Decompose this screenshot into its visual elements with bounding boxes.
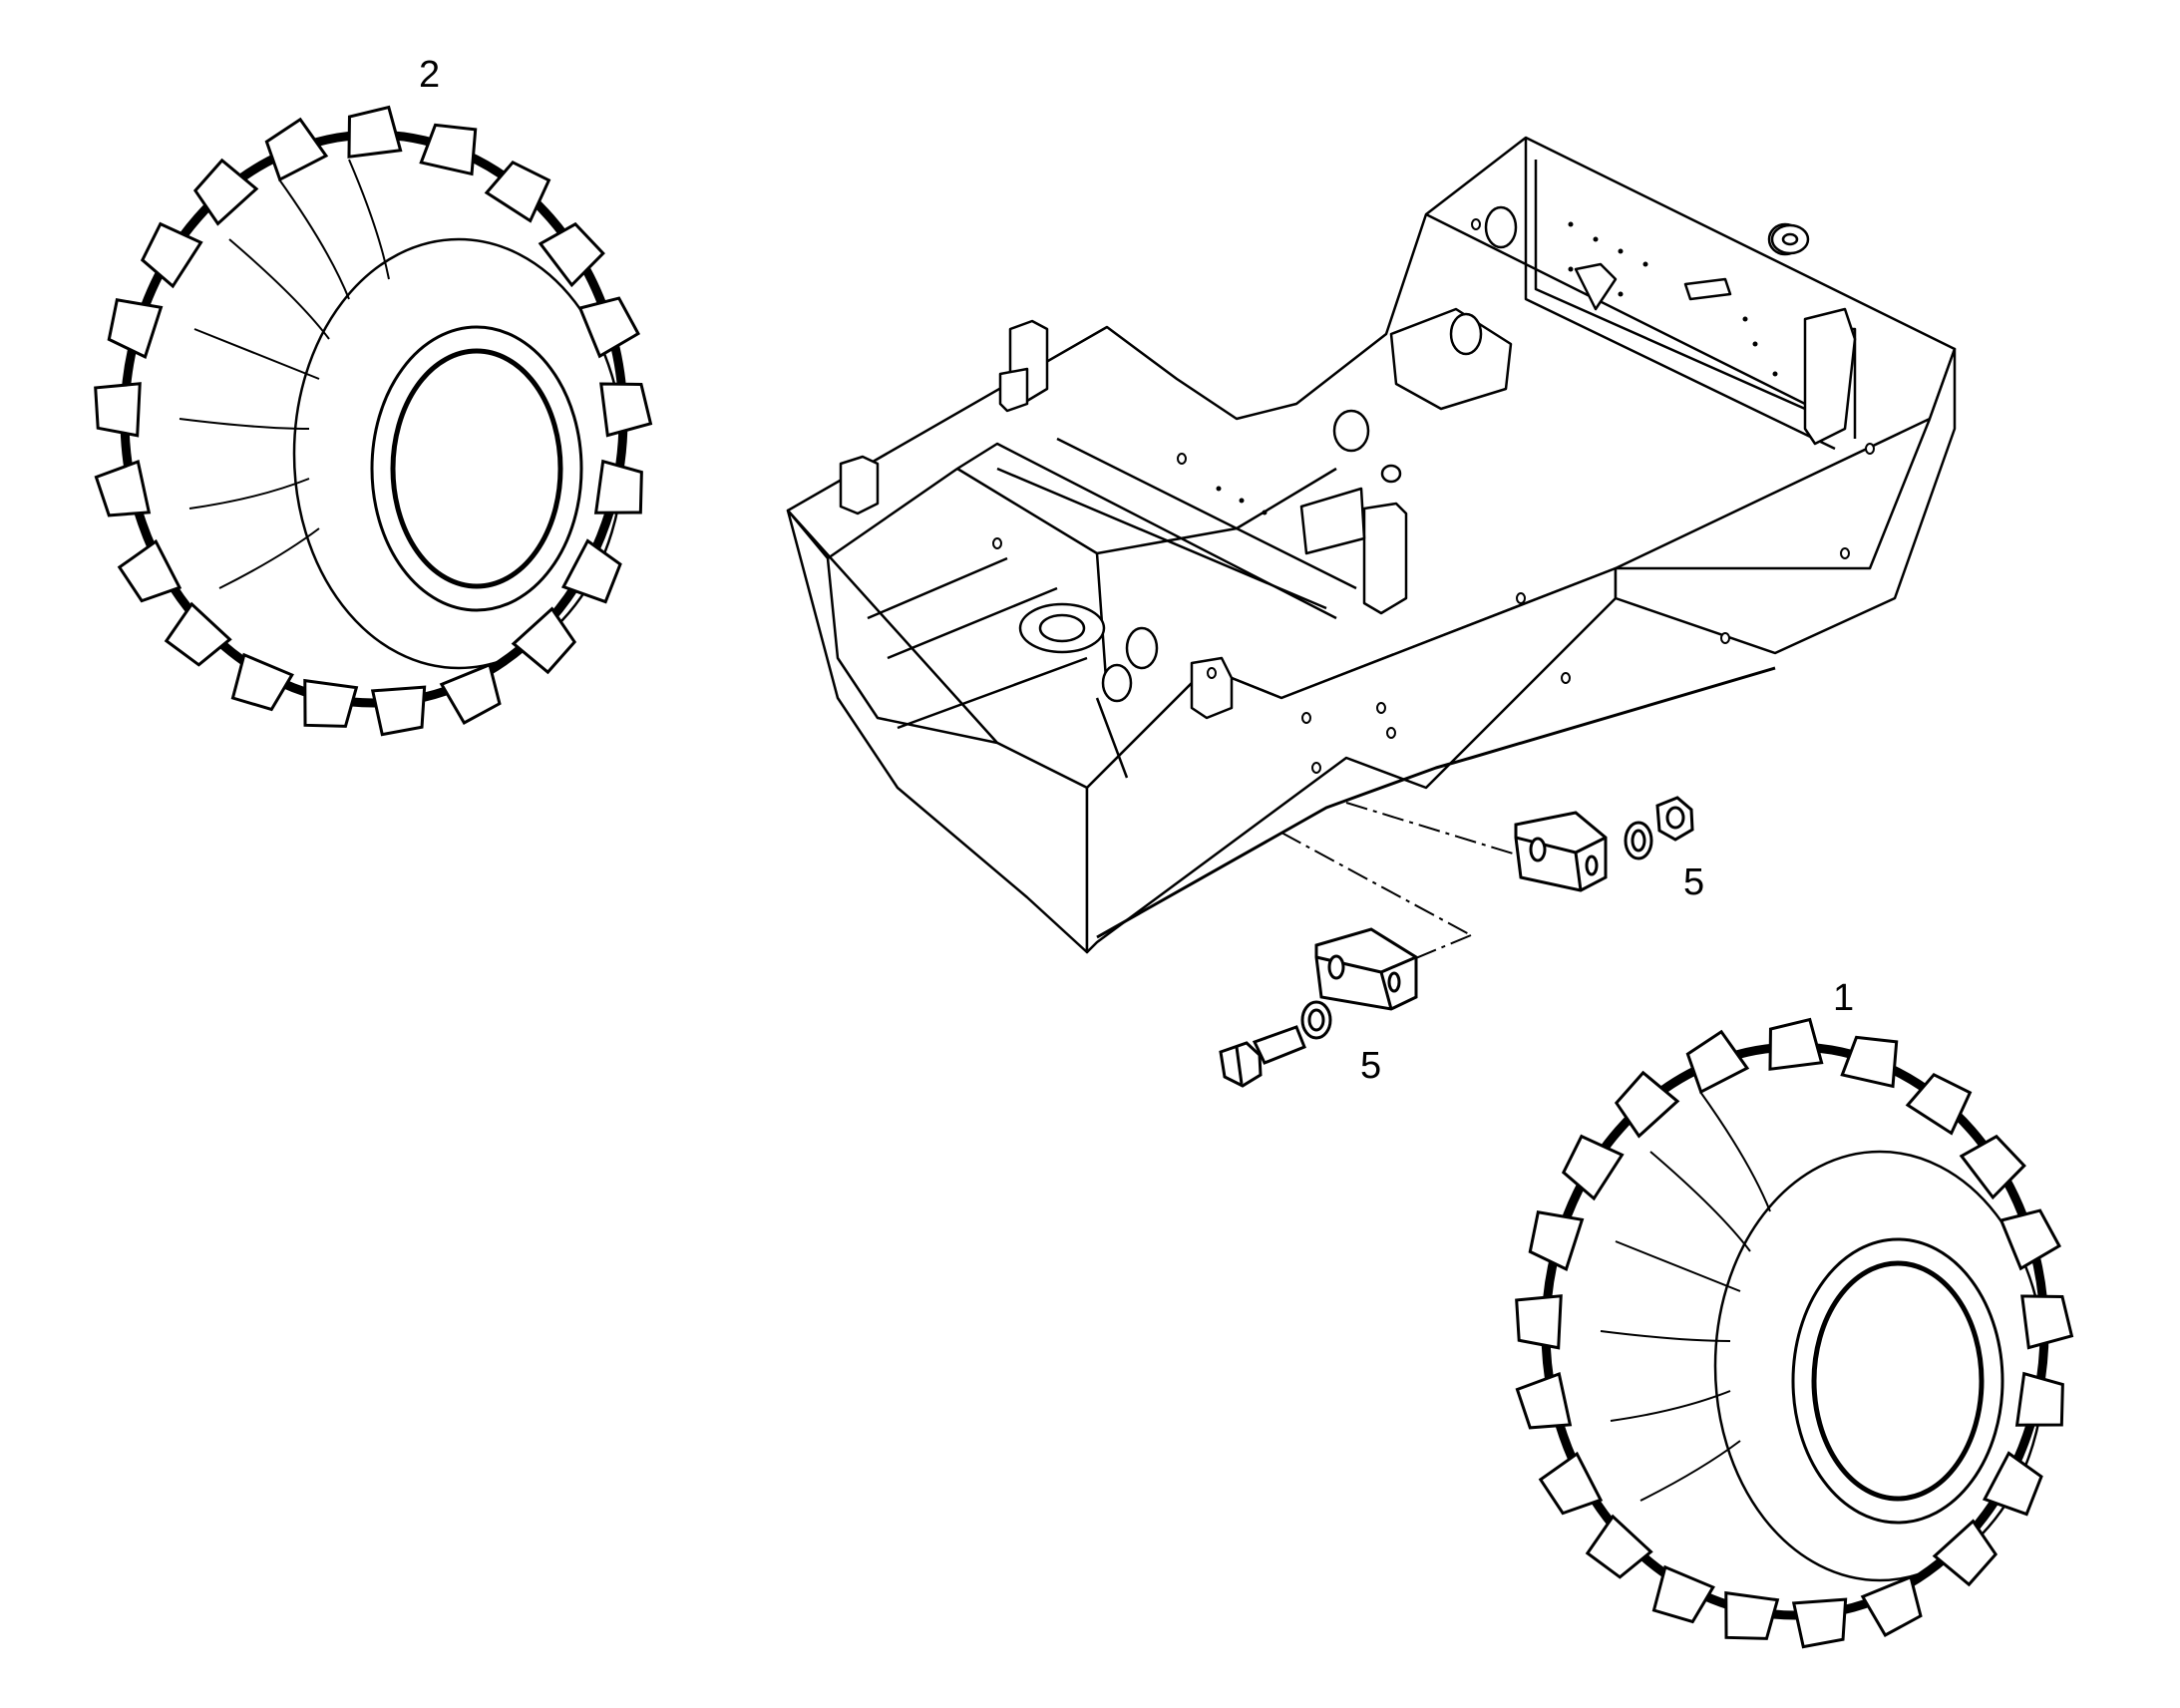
- washer-lower: [1300, 1000, 1332, 1040]
- callout-tire-1: 1: [1833, 977, 1855, 1019]
- block-upper: [1514, 811, 1608, 892]
- callout-block-lower: 5: [1360, 1045, 1382, 1087]
- machine-frame: [786, 136, 1957, 954]
- washer-upper: [1624, 821, 1653, 860]
- frame-bosses: [1018, 205, 1803, 703]
- callout-tire-2: 2: [419, 54, 441, 96]
- tire-1-tread-shading: [1600, 1091, 1771, 1502]
- tire-1-rim-inner: [1811, 1260, 1985, 1502]
- tire-1: [1511, 1017, 2074, 1649]
- frame-tow-hook: [1770, 223, 1810, 255]
- frame-cross-members: [867, 437, 1357, 779]
- frame-front-skirt: [1085, 566, 1618, 954]
- tire-2-rim-outer: [370, 325, 583, 612]
- tire-2: [90, 105, 653, 737]
- nut-upper: [1655, 796, 1694, 842]
- tire-1-rim-outer: [1791, 1237, 2004, 1525]
- tire-2-tread-shading: [179, 159, 390, 589]
- frame-skirt-bottom: [1096, 666, 1776, 939]
- tire-2-sidewall: [292, 237, 625, 670]
- tire-2-rim-inner: [390, 348, 563, 589]
- frame-mounting-lugs: [839, 262, 1857, 720]
- frame-right-wall: [1614, 347, 1957, 655]
- frame-slot: [1683, 277, 1732, 301]
- tire-2-tread: [90, 105, 653, 737]
- tire-1-sidewall: [1713, 1150, 2046, 1582]
- tire-1-tread: [1511, 1017, 2074, 1649]
- bolt: [1219, 1025, 1306, 1088]
- frame-rear-dots: [1216, 221, 1778, 515]
- frame-holes: [992, 218, 1875, 774]
- block-lower: [1314, 927, 1418, 1011]
- leader-lines: [1280, 802, 1527, 963]
- callout-block-upper: 5: [1683, 861, 1705, 903]
- exploded-hardware: [1219, 796, 1694, 1088]
